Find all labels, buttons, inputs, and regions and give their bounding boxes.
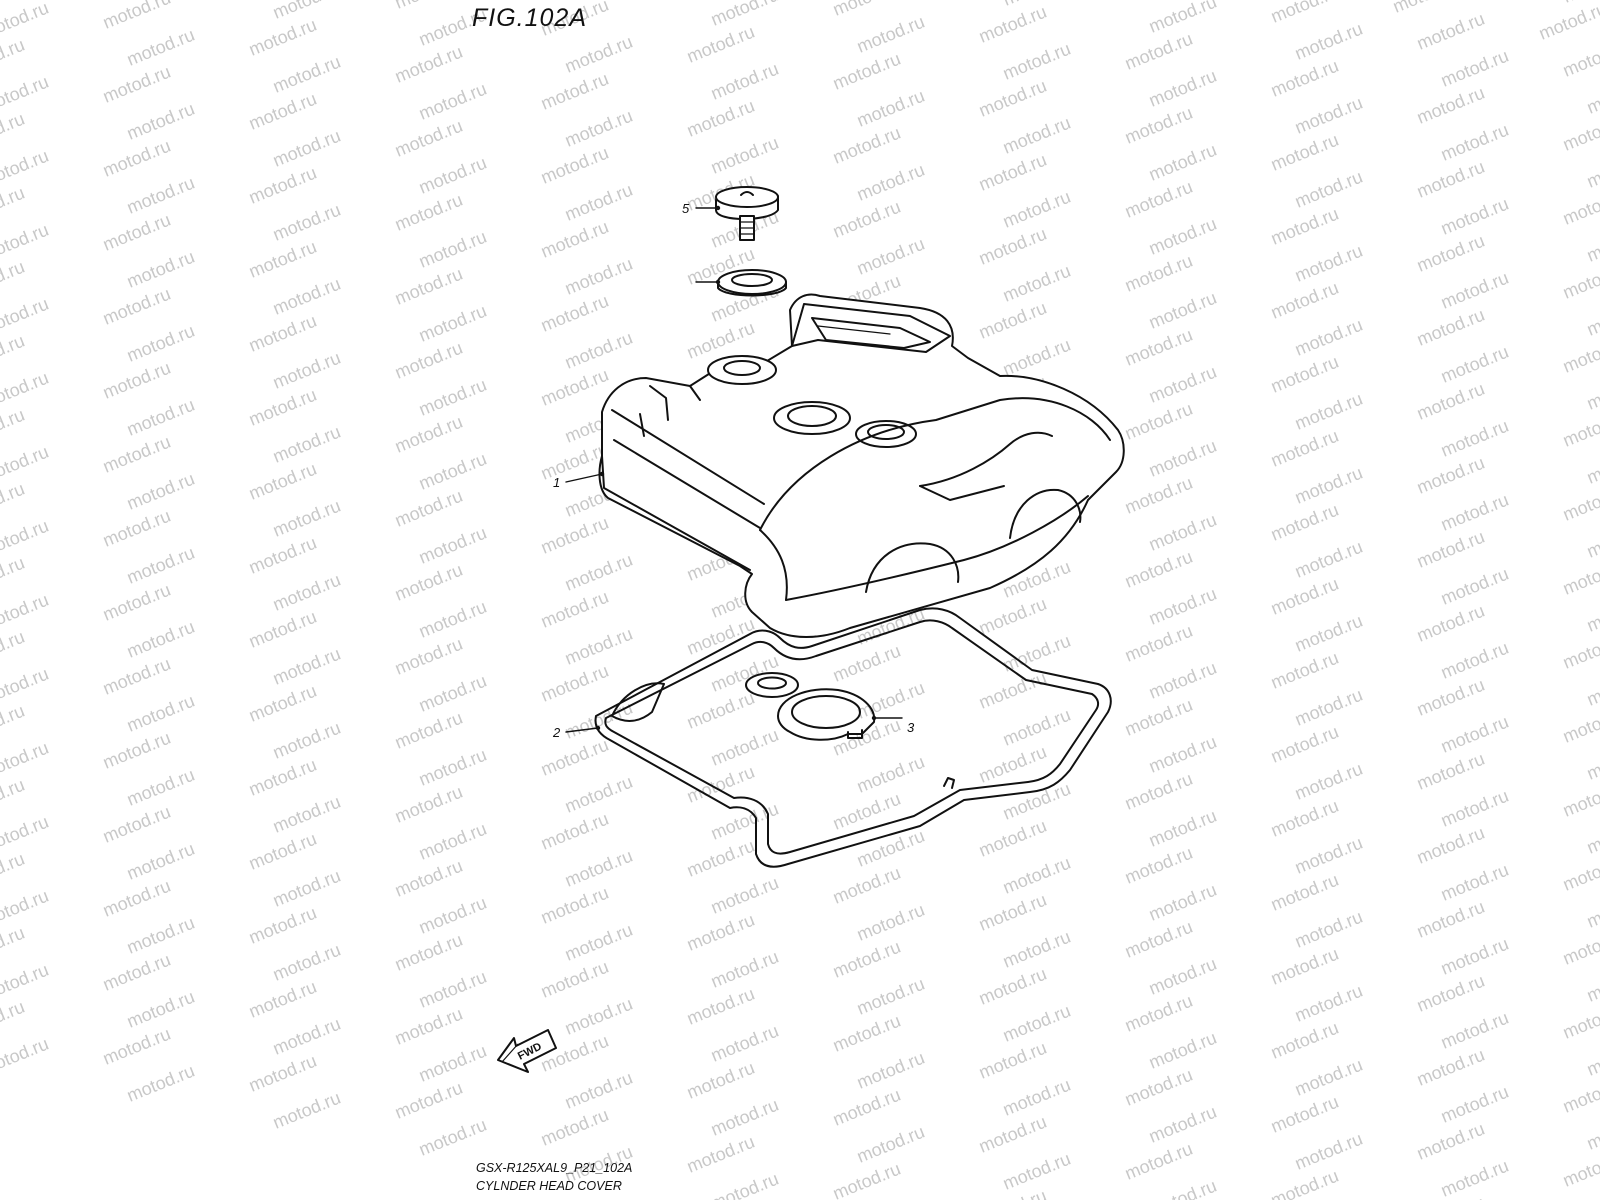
cylinder-head-cover-part xyxy=(598,293,1125,638)
callout-4: 5 xyxy=(682,201,690,216)
callout-2: 2 xyxy=(552,725,561,740)
gasket-part xyxy=(594,607,1112,868)
callout-1: 1 xyxy=(553,475,560,490)
fwd-arrow-icon: FWD xyxy=(497,1029,557,1073)
figure-footer: GSX-R125XAL9_P21_102A CYLNDER HEAD COVER xyxy=(476,1159,632,1195)
bolt-part xyxy=(715,186,779,241)
leader-dots xyxy=(595,205,877,731)
callout-3: 3 xyxy=(907,720,915,735)
seal-washer-part xyxy=(717,269,787,297)
plug-gasket-part xyxy=(745,672,876,741)
section-name: CYLNDER HEAD COVER xyxy=(476,1179,622,1193)
model-code: GSX-R125XAL9_P21_102A xyxy=(476,1161,633,1175)
leader-lines xyxy=(565,207,903,733)
figure-title: FIG.102A xyxy=(472,4,587,32)
